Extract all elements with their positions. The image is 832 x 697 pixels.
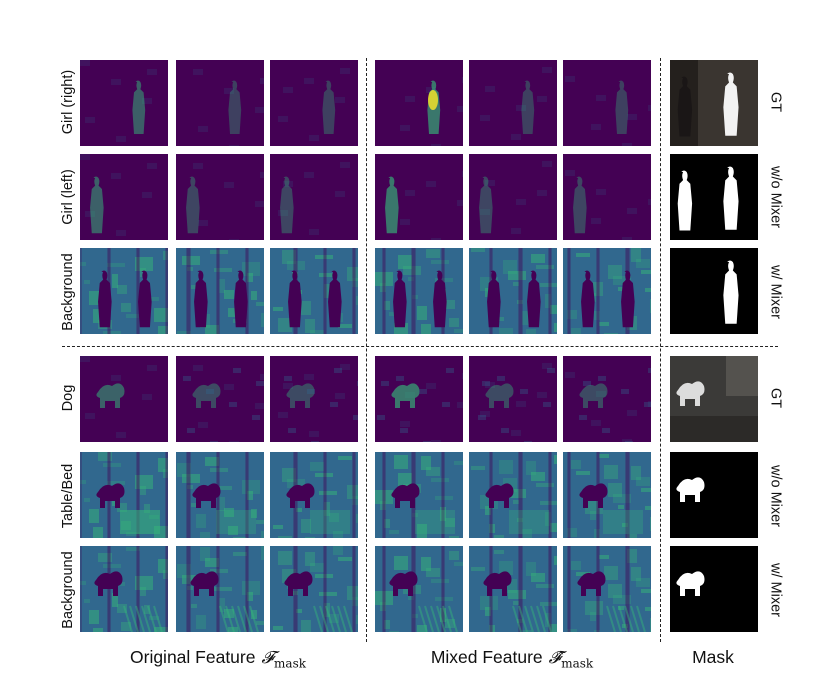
cell-background-2-mask [670,546,758,632]
feature-map-image [563,60,651,146]
cell-dog-mixed-1 [375,356,463,442]
feature-map-image [563,248,651,334]
cell-girl-right-orig-2 [176,60,264,146]
feature-map-image [80,356,168,442]
cell-table-bed-mixed-3 [563,452,651,538]
cell-background-2-orig-1 [80,546,168,632]
feature-map-image [563,356,651,442]
cell-girl-right-mixed-3 [563,60,651,146]
cell-girl-left-mixed-2 [469,154,557,240]
caption-original-feature: Original Feature 𝓕mask [130,647,306,671]
feature-map-image [176,546,264,632]
feature-map-image [176,154,264,240]
cell-dog-mixed-3 [563,356,651,442]
feature-map-image [469,248,557,334]
cell-background-2-mixed-3 [563,546,651,632]
feature-map-image [563,154,651,240]
cell-dog-orig-2 [176,356,264,442]
separator-vertical-left [366,58,367,642]
feature-map-image [270,248,358,334]
cell-background-1-mixed-2 [469,248,557,334]
caption-mixed-feature: Mixed Feature 𝓕̂mask [430,647,594,671]
cell-table-bed-orig-1 [80,452,168,538]
feature-map-image [469,546,557,632]
feature-map-image [176,248,264,334]
feature-map-image [469,154,557,240]
cell-background-1-mask [670,248,758,334]
feature-map-image [469,356,557,442]
cell-girl-left-mask [670,154,758,240]
cell-table-bed-mixed-1 [375,452,463,538]
cell-girl-right-mixed-2 [469,60,557,146]
feature-map-image [270,452,358,538]
cell-background-2-orig-3 [270,546,358,632]
mask-image [670,248,758,334]
feature-map-image [469,452,557,538]
feature-map-image [80,248,168,334]
feature-map-image [375,356,463,442]
cell-girl-left-orig-2 [176,154,264,240]
cell-background-1-orig-1 [80,248,168,334]
cell-background-1-orig-3 [270,248,358,334]
caption-mask: Mask [692,647,734,667]
feature-map-image [469,60,557,146]
cell-dog-mixed-2 [469,356,557,442]
feature-map-image [270,60,358,146]
cell-dog-orig-3 [270,356,358,442]
cell-background-1-orig-2 [176,248,264,334]
mask-image [670,546,758,632]
separator-horizontal [62,346,778,347]
feature-map-image [375,154,463,240]
cell-girl-left-orig-3 [270,154,358,240]
mask-image [670,154,758,240]
feature-map-image [563,546,651,632]
feature-map-image [375,248,463,334]
mask-image [670,452,758,538]
feature-map-image [176,356,264,442]
cell-background-2-orig-2 [176,546,264,632]
cell-table-bed-mixed-2 [469,452,557,538]
feature-map-image [375,546,463,632]
cell-table-bed-mask [670,452,758,538]
cell-girl-left-mixed-1 [375,154,463,240]
cell-girl-left-mixed-3 [563,154,651,240]
feature-map-image [563,452,651,538]
cell-background-2-mixed-1 [375,546,463,632]
cell-background-2-mixed-2 [469,546,557,632]
cell-background-1-mixed-3 [563,248,651,334]
cell-girl-right-orig-3 [270,60,358,146]
feature-map-image [270,546,358,632]
cell-table-bed-orig-2 [176,452,264,538]
feature-map-image [80,546,168,632]
cell-background-1-mixed-1 [375,248,463,334]
cell-girl-right-mixed-1 [375,60,463,146]
cell-girl-right-orig-1 [80,60,168,146]
cell-girl-right-mask [670,60,758,146]
cell-dog-orig-1 [80,356,168,442]
cell-dog-mask [670,356,758,442]
mask-image [670,356,758,442]
feature-map-image [176,452,264,538]
cell-girl-left-orig-1 [80,154,168,240]
separator-vertical-right [660,58,661,642]
feature-map-image [80,154,168,240]
feature-map-image [270,154,358,240]
feature-map-image [375,452,463,538]
feature-map-image [176,60,264,146]
feature-map-image [375,60,463,146]
cell-table-bed-orig-3 [270,452,358,538]
feature-map-image [270,356,358,442]
feature-map-image [80,452,168,538]
feature-map-image [80,60,168,146]
mask-image [670,60,758,146]
